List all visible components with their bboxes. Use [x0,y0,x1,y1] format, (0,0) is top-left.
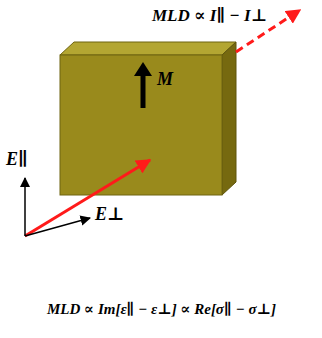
slab-front [60,55,222,195]
field-parallel-label: E∥ [6,150,28,168]
slab-top [60,42,236,55]
light-beam [25,160,150,236]
formula-top: MLD ∝ I∥ − I⊥ [152,7,267,24]
field-parallel-axis [24,178,26,236]
slab-side [222,42,236,195]
formula-bottom: MLD ∝ Im[ε∥ − ε⊥] ∝ Re[σ∥ − σ⊥] [47,302,276,317]
magnetization-arrow [141,72,146,108]
field-perpendicular-axis [25,218,90,236]
field-perpendicular-label: E⊥ [95,205,124,223]
magnetization-label: M [157,70,173,88]
magnetization-head [134,62,152,76]
